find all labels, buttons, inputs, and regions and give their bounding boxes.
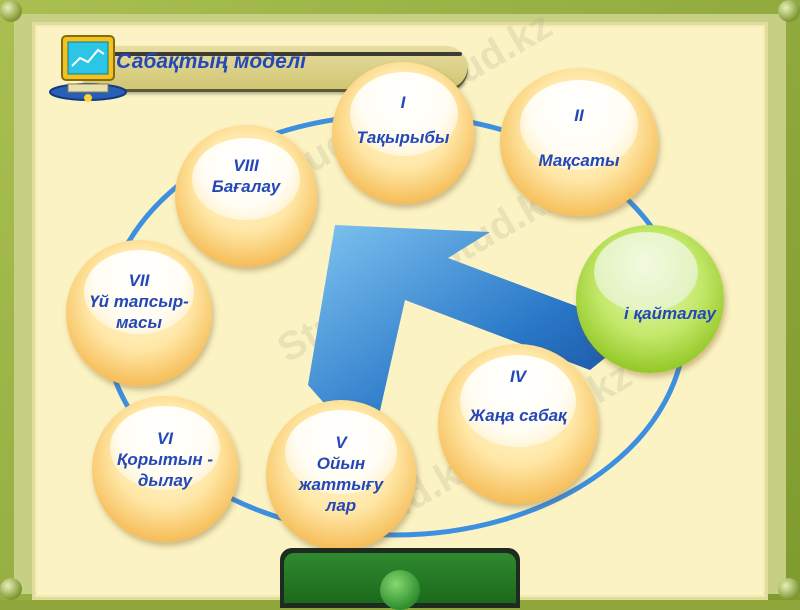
node-ii-label: II Мақсаты — [500, 105, 658, 171]
node-viii-highlight — [192, 138, 300, 220]
node-viii-label: VIII Бағалау — [175, 155, 317, 197]
node-vii-numeral: VII — [128, 271, 150, 290]
node-iii-text: і қайталау — [624, 304, 716, 323]
page-title: Сабақтың моделі — [116, 50, 306, 73]
node-iii-highlight — [594, 232, 698, 312]
node-iv-label: IV Жаңа сабақ — [438, 366, 598, 426]
node-iv-numeral: IV — [509, 367, 527, 386]
node-ii-highlight — [520, 80, 638, 170]
node-i-text: Тақырыбы — [356, 128, 450, 147]
node-i-label: I Тақырыбы — [332, 92, 474, 148]
corner-bolt-icon — [0, 578, 22, 600]
node-ii-text: Мақсаты — [538, 151, 620, 170]
node-iii-label: і қайталау — [596, 303, 726, 324]
corner-bolt-icon — [778, 0, 800, 22]
corner-bolt-icon — [0, 0, 22, 22]
node-iv-text: Жаңа сабақ — [469, 406, 567, 425]
node-vi-highlight — [110, 406, 220, 490]
computer-monitor-icon — [49, 35, 127, 102]
node-vii-text: Үй тапсыр- масы — [89, 292, 189, 332]
node-iv-highlight — [460, 355, 576, 447]
node-i-numeral: I — [400, 93, 406, 112]
node-viii-text: Бағалау — [211, 177, 281, 196]
node-ii-numeral: II — [574, 106, 584, 125]
node-vii-highlight — [84, 250, 194, 334]
node-v-highlight — [285, 410, 397, 494]
node-vi-label: VI Қорытын - дылау — [92, 428, 238, 491]
node-i-highlight — [350, 72, 458, 156]
globe-icon — [380, 570, 420, 610]
node-vii-label: VII Үй тапсыр- масы — [66, 270, 212, 333]
node-v-numeral: V — [335, 433, 347, 452]
corner-bolt-icon — [778, 578, 800, 600]
node-v-text: Ойын жаттығу лар — [298, 454, 384, 515]
node-v-label: V Ойын жаттығу лар — [266, 432, 416, 516]
node-viii-numeral: VIII — [233, 156, 259, 175]
node-vi-text: Қорытын - дылау — [116, 450, 214, 490]
node-vi-numeral: VI — [156, 429, 174, 448]
